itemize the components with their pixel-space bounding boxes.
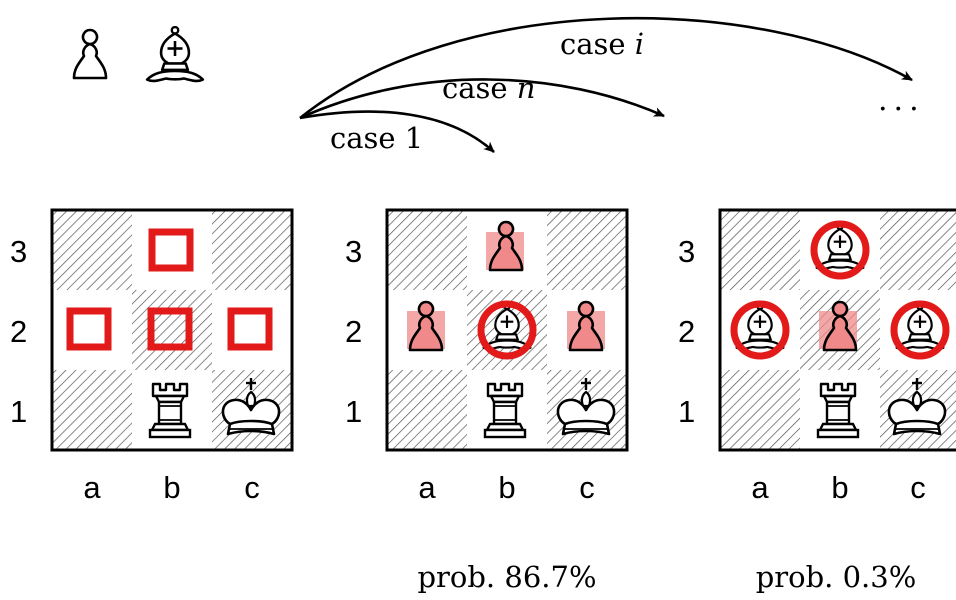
ellipsis-more-cases: ... <box>878 83 925 118</box>
candidate-squares <box>66 228 273 351</box>
white-pawn-icon <box>72 28 108 80</box>
board-2: 3 2 1 a b c prob. 86.7% <box>345 208 629 594</box>
square-c3 <box>880 210 956 290</box>
square-c3 <box>212 210 292 290</box>
rank-label-2: 2 <box>678 314 695 349</box>
candidate-marker-a2 <box>66 307 112 351</box>
rank-label-1: 1 <box>345 394 362 429</box>
circle-marker-c2 <box>890 300 950 360</box>
candidate-marker-b2 <box>147 307 193 351</box>
arrow-case-i <box>299 17 913 120</box>
square-a3 <box>720 210 800 290</box>
square-c3 <box>547 210 627 290</box>
board-1-border <box>50 208 294 452</box>
file-label-c: c <box>244 470 260 505</box>
white-bishop-icon <box>145 26 205 83</box>
arrow-case-1 <box>299 110 495 153</box>
board-1: 3 2 1 a b c <box>10 208 294 505</box>
rank-label-1: 1 <box>10 394 27 429</box>
square-a1 <box>720 370 800 450</box>
file-label-b: b <box>831 470 848 505</box>
square-a3 <box>387 210 467 290</box>
probability-label: prob. 86.7% <box>417 560 596 594</box>
circle-marker-b2 <box>477 300 537 360</box>
square-a3 <box>52 210 132 290</box>
rank-label-3: 3 <box>345 234 362 269</box>
probability-label: prob. 0.3% <box>756 560 917 594</box>
square-b2 <box>132 290 212 370</box>
legend-pieces <box>72 26 205 83</box>
file-label-c: c <box>910 470 926 505</box>
rank-label-3: 3 <box>678 234 695 269</box>
square-c2 <box>212 290 292 370</box>
circle-marker-a2 <box>730 300 790 360</box>
file-label-b: b <box>498 470 515 505</box>
board-3-border <box>718 208 956 452</box>
rank-label-2: 2 <box>10 314 27 349</box>
square-a1 <box>52 370 132 450</box>
square-a1 <box>387 370 467 450</box>
arrow-case-n <box>299 78 665 120</box>
file-label-b: b <box>163 470 180 505</box>
file-label-a: a <box>83 470 101 505</box>
rank-label-1: 1 <box>678 394 695 429</box>
file-label-a: a <box>418 470 436 505</box>
rank-label-3: 3 <box>10 234 27 269</box>
label-case-n: case n <box>442 71 535 105</box>
circle-marker-b3 <box>810 220 870 280</box>
candidate-marker-c2 <box>227 307 273 351</box>
square-a2 <box>52 290 132 370</box>
board-3: 3 2 1 a b c prob. 0.3% <box>678 208 956 594</box>
label-case-1: case 1 <box>330 121 423 155</box>
square-b3 <box>132 210 212 290</box>
label-case-i: case i <box>560 27 644 61</box>
file-label-a: a <box>751 470 769 505</box>
case-arrows <box>299 17 913 153</box>
board-2-border <box>385 208 629 452</box>
rank-label-2: 2 <box>345 314 362 349</box>
candidate-marker-b3 <box>148 228 194 272</box>
file-label-c: c <box>579 470 595 505</box>
